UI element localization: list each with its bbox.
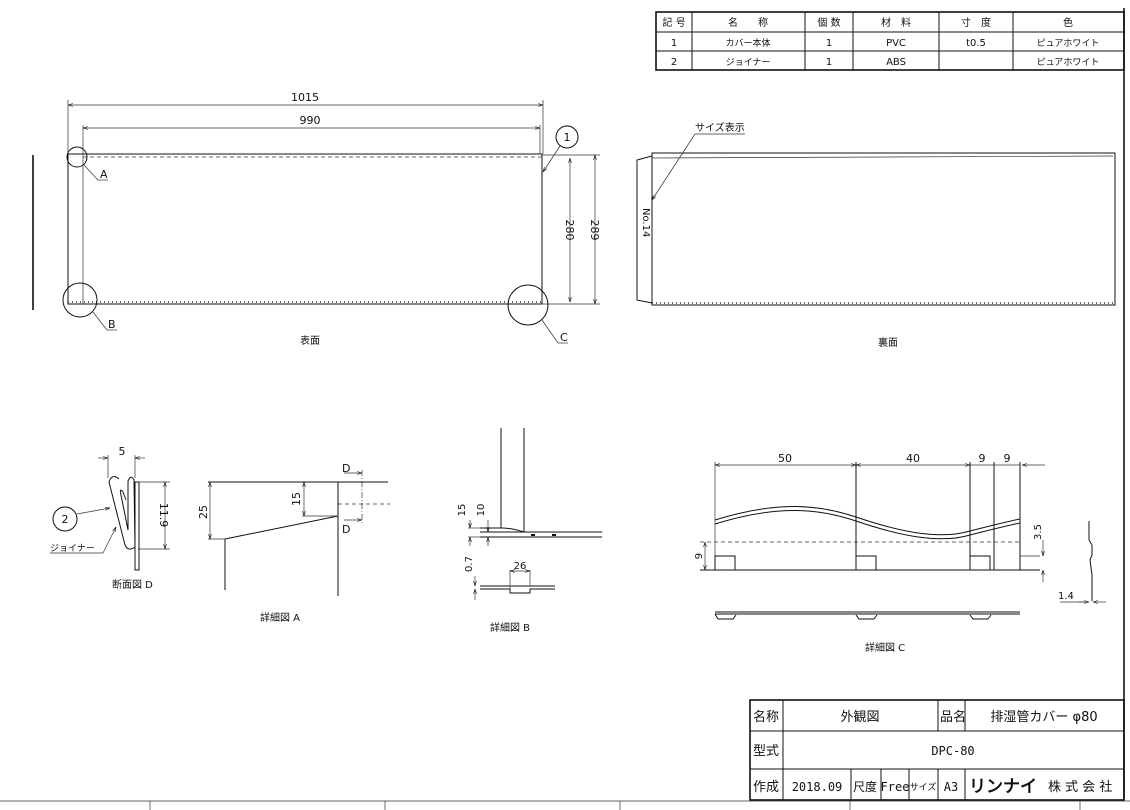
row1-material: PVC: [886, 38, 906, 49]
dim-joiner-width: 5: [119, 445, 126, 458]
header-qty: 個 数: [817, 16, 840, 29]
detail-c-caption: 詳細図 C: [865, 641, 905, 654]
size-label: サイズ: [910, 781, 937, 793]
row2-symbol: 2: [671, 57, 677, 68]
detail-b: 15 10 26 0.7 詳細図 B: [457, 428, 602, 634]
dim-40: 40: [906, 452, 920, 465]
section-mark-bottom: D: [342, 523, 350, 536]
section-mark-top: D: [342, 462, 350, 475]
detail-circle-c: [507, 284, 549, 326]
header-symbol: 記 号: [662, 16, 685, 29]
row2-material: ABS: [886, 57, 906, 68]
balloon-1-label: 1: [564, 131, 571, 144]
dim-inner-height: 280: [563, 220, 576, 241]
dim-inner-width: 990: [300, 114, 321, 127]
detail-b-caption: 詳細図 B: [490, 621, 530, 634]
dim-10-b: 10: [476, 504, 487, 517]
product-label: 品名: [940, 709, 966, 725]
scale-label: 尺度: [853, 779, 877, 794]
row1-dimension: t0.5: [966, 38, 986, 49]
dim-15-b: 15: [457, 504, 468, 517]
dim-25: 25: [197, 505, 210, 519]
company-suffix: 株 式 会 社: [1048, 779, 1112, 795]
row1-symbol: 1: [671, 38, 677, 49]
dim-outer-height: 289: [588, 220, 601, 241]
dim-9-vertical: 9: [694, 553, 705, 559]
back-view-caption: 裏面: [878, 336, 898, 349]
section-d-caption: 断面図 D: [112, 578, 153, 591]
balloon-2-label: 2: [62, 513, 69, 526]
balloon-2: [52, 506, 78, 532]
dim-joiner-height: 11.9: [157, 503, 170, 528]
dim-14: 1.4: [1058, 591, 1074, 602]
joiner-label: ジョイナー: [50, 543, 95, 554]
dim-15-a: 15: [290, 492, 303, 506]
size-mark: No.14: [640, 208, 651, 237]
detail-c: 50 40 9 9 9 3.5 1.4 詳細図 C: [694, 452, 1106, 654]
size-display-label: サイズ表示: [695, 121, 745, 134]
size-value: A3: [944, 780, 958, 794]
title-block: 名称 外観図 品名 排湿管カバー φ80 型式 DPC-80 作成 2018.0…: [749, 699, 1125, 801]
row1-name: カバー本体: [725, 37, 770, 49]
header-material: 材 料: [881, 16, 911, 29]
detail-a: 25 15 D D 詳細図 A: [197, 462, 390, 624]
section-d: 5 11.9 2 ジョイナー 断面図 D: [50, 445, 170, 591]
dim-9-a: 9: [979, 452, 986, 465]
balloon-1: [555, 125, 579, 149]
name-value: 外観図: [840, 710, 879, 725]
row1-qty: 1: [826, 38, 832, 49]
header-dimension: 寸 度: [961, 16, 991, 29]
row2-name: ジョイナー: [726, 57, 771, 68]
dim-07: 0.7: [464, 556, 475, 572]
detail-b-marker: B: [108, 318, 116, 331]
scale-value: Free: [881, 780, 910, 794]
detail-c-marker: C: [560, 331, 568, 344]
row2-color: ピュアホワイト: [1037, 57, 1100, 68]
header-color: 色: [1063, 16, 1073, 29]
company-logo: リンナイ: [969, 777, 1037, 797]
dim-50: 50: [778, 452, 792, 465]
dim-9-b: 9: [1004, 452, 1011, 465]
dim-outer-width: 1015: [291, 91, 319, 104]
model-label: 型式: [753, 744, 779, 759]
detail-circle-b: [62, 282, 98, 318]
created-label: 作成: [753, 780, 779, 795]
parts-table: 記 号 名 称 個 数 材 料 寸 度 色 1 カバー本体 1 PVC t0.5…: [655, 11, 1125, 71]
front-view-caption: 表面: [300, 334, 320, 347]
back-view: サイズ表示 No.14 裏面: [636, 121, 1116, 349]
header-name: 名 称: [728, 16, 768, 29]
row2-qty: 1: [826, 57, 832, 68]
cover-outline: [67, 153, 543, 305]
row1-color: ピュアホワイト: [1037, 38, 1100, 49]
detail-a-caption: 詳細図 A: [260, 611, 300, 624]
model-value: DPC-80: [931, 744, 974, 758]
detail-circle-a: [66, 146, 88, 168]
product-value: 排湿管カバー φ80: [990, 710, 1097, 725]
front-view: 1015 990 280 289 1 A B C 表面: [32, 91, 601, 347]
detail-a-marker: A: [100, 168, 108, 181]
name-label: 名称: [753, 709, 779, 725]
created-value: 2018.09: [792, 780, 843, 794]
bottom-strip-ticks: [149, 801, 1081, 810]
dim-35: 3.5: [1033, 524, 1044, 540]
dim-26: 26: [514, 561, 527, 572]
